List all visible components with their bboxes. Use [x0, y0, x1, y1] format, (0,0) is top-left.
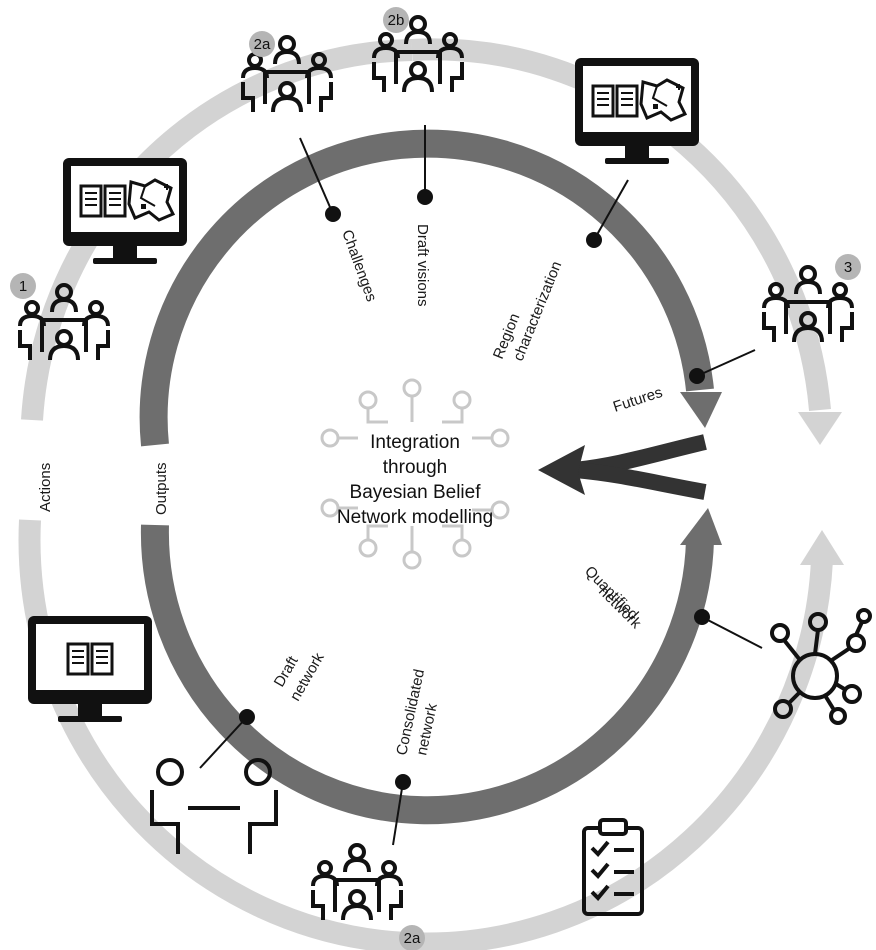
inner-cycle-ring	[139, 129, 722, 825]
connectors	[199, 125, 763, 846]
badge-2a-top: 2a	[249, 31, 275, 57]
label-region-line2: characterization	[510, 259, 565, 364]
label-challenges: Challenges	[338, 228, 380, 304]
center-line-1: Integration	[370, 432, 460, 453]
badge-2b: 2b	[383, 7, 409, 33]
badge-3: 3	[835, 254, 861, 280]
badge-1: 1	[10, 273, 36, 299]
interview-icon	[150, 758, 278, 854]
label-outputs: Outputs	[153, 462, 170, 515]
computer-book-icon	[28, 616, 152, 722]
svg-text:1: 1	[19, 278, 27, 295]
network-icon	[770, 608, 872, 725]
badge-2a-bottom: 2a	[399, 925, 425, 950]
connector-dots	[239, 189, 710, 790]
circuit-brain-icon	[320, 378, 510, 570]
converging-arrow	[538, 434, 707, 500]
svg-text:2a: 2a	[254, 36, 271, 53]
checklist-icon	[582, 818, 644, 916]
label-actions: Actions	[37, 463, 54, 512]
label-futures: Futures	[611, 384, 665, 416]
svg-text:3: 3	[844, 259, 852, 276]
label-draft-visions: Draft visions	[414, 224, 431, 307]
center-line-4: Network modelling	[336, 507, 494, 528]
svg-text:2b: 2b	[388, 12, 405, 29]
center-line-2: through	[382, 457, 448, 478]
center-title: Integration through Bayesian Belief Netw…	[300, 430, 530, 530]
svg-text:2a: 2a	[404, 930, 421, 947]
center-line-3: Bayesian Belief	[349, 482, 481, 503]
meeting-icon	[311, 843, 403, 922]
